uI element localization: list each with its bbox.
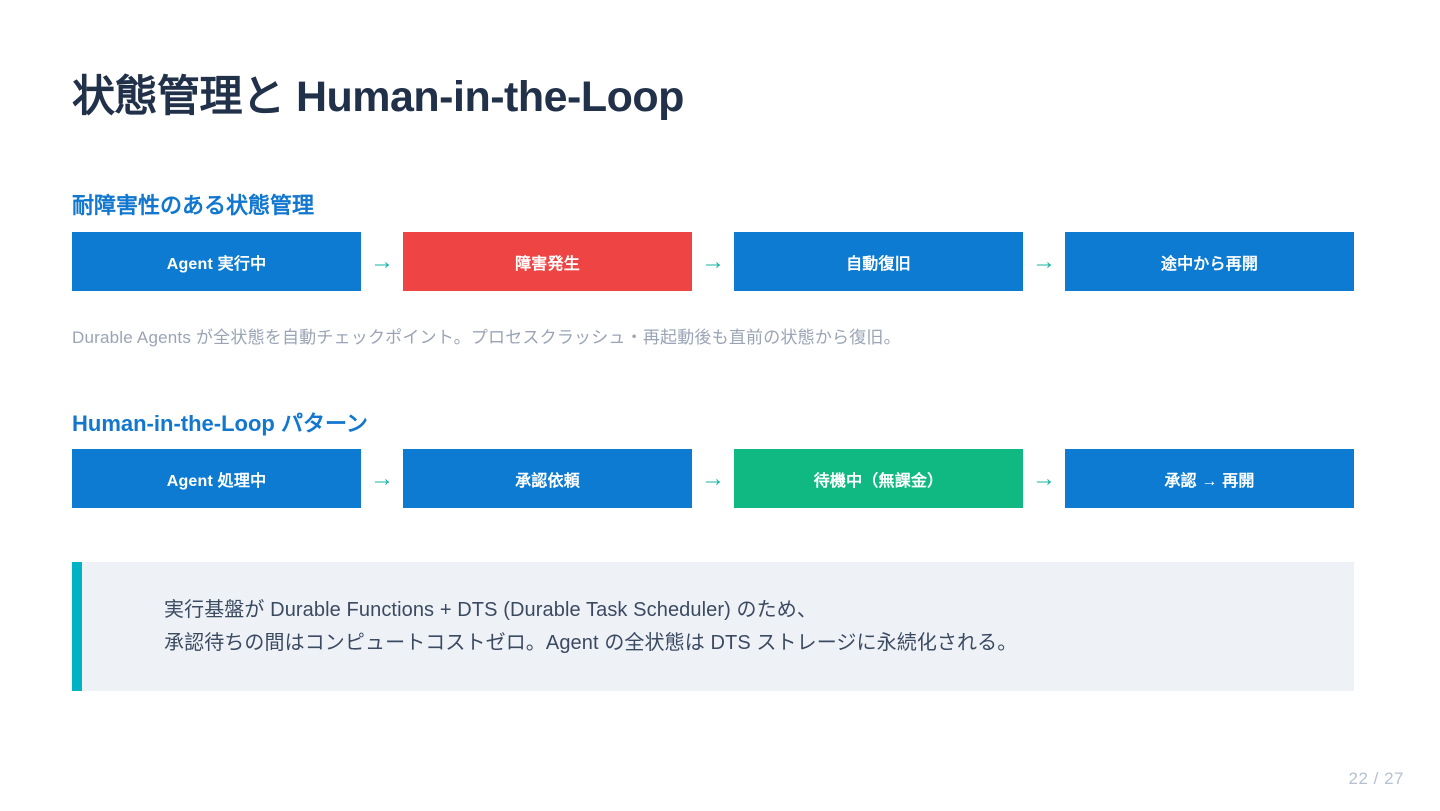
flow-step-approved-resume[interactable]: 承認 → 再開: [1065, 449, 1354, 508]
flow-step-failure[interactable]: 障害発生: [403, 232, 692, 291]
flow-step-agent-processing[interactable]: Agent 処理中: [72, 449, 361, 508]
flow-step-agent-running[interactable]: Agent 実行中: [72, 232, 361, 291]
flow-diagram-human-in-the-loop: Agent 処理中 → 承認依頼 → 待機中（無課金） → 承認 → 再開: [72, 449, 1354, 508]
callout-box: 実行基盤が Durable Functions + DTS (Durable T…: [72, 562, 1354, 691]
section-heading-human-in-the-loop: Human-in-the-Loop パターン: [72, 411, 368, 437]
arrow-right-icon: →: [701, 464, 725, 492]
arrow-right-icon: →: [370, 464, 394, 492]
flow-step-waiting-no-charge[interactable]: 待機中（無課金）: [734, 449, 1023, 508]
arrow-right-icon: →: [370, 247, 394, 275]
flow-step-resume-midway[interactable]: 途中から再開: [1065, 232, 1354, 291]
arrow-right-icon: →: [1032, 247, 1056, 275]
arrow-right-icon: →: [1032, 464, 1056, 492]
arrow-right-icon: →: [701, 247, 725, 275]
section-heading-fault-tolerance: 耐障害性のある状態管理: [72, 193, 315, 219]
flow-diagram-fault-tolerance: Agent 実行中 → 障害発生 → 自動復旧 → 途中から再開: [72, 232, 1354, 291]
callout-text: 実行基盤が Durable Functions + DTS (Durable T…: [164, 599, 1018, 654]
page-number: 22 / 27: [1348, 769, 1404, 788]
flow-step-approval-request[interactable]: 承認依頼: [403, 449, 692, 508]
page-title: 状態管理と Human-in-the-Loop: [72, 72, 684, 121]
flow-caption-fault-tolerance: Durable Agents が全状態を自動チェックポイント。プロセスクラッシュ…: [72, 328, 901, 347]
flow-step-auto-recovery[interactable]: 自動復旧: [734, 232, 1023, 291]
